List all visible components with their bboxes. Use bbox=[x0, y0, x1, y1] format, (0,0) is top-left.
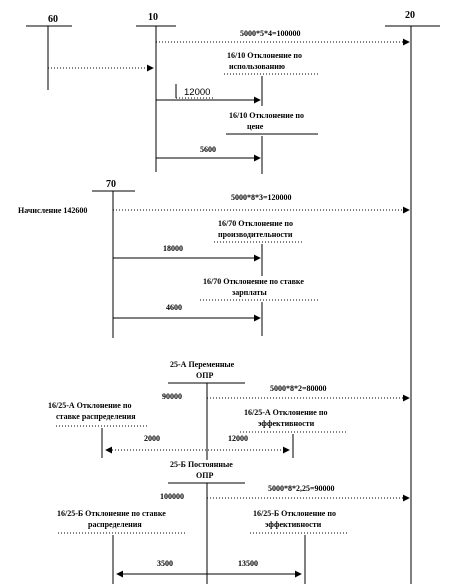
opr-var-title-line1: 25-А Переменные bbox=[170, 360, 235, 369]
flow-70-20-label: 5000*8*3=120000 bbox=[231, 193, 292, 202]
dev-25a-rate-line2: ставке распределения bbox=[56, 412, 136, 421]
opr-fix-title-line2: ОПР bbox=[196, 471, 213, 480]
dev-70-prod-line2: производительности bbox=[218, 230, 293, 239]
account-70-label: 70 bbox=[106, 179, 116, 190]
dev-25a-eff-line1: 16/25-А Отклонение по bbox=[244, 408, 327, 417]
value-12000b: 12000 bbox=[228, 434, 248, 443]
flow-10-20-label: 5000*5*4=100000 bbox=[240, 29, 301, 38]
value-13500: 13500 bbox=[238, 559, 258, 568]
dev-70-rate-line1: 16/70 Отклонение по ставке bbox=[203, 277, 304, 286]
dev-10-price-line1: 16/10 Отклонение по bbox=[229, 111, 304, 120]
value-18000: 18000 bbox=[163, 244, 183, 253]
value-3500: 3500 bbox=[157, 559, 173, 568]
dev-25b-rate-line2: распределения bbox=[88, 520, 142, 529]
accrual-label: Начисление 142600 bbox=[18, 206, 87, 215]
dev-10-price-line2: цене bbox=[247, 122, 264, 131]
account-60-label: 60 bbox=[48, 14, 58, 25]
value-100000: 100000 bbox=[160, 492, 184, 501]
value-2000: 2000 bbox=[144, 434, 160, 443]
dev-25a-eff-line2: эффективности bbox=[258, 419, 315, 428]
dev-25b-eff-line1: 16/25-Б Отклонение по bbox=[253, 509, 336, 518]
value-90000: 90000 bbox=[162, 392, 182, 401]
account-10-label: 10 bbox=[148, 12, 158, 23]
account-20-label: 20 bbox=[405, 10, 415, 21]
dev-70-rate-line2: зарплаты bbox=[232, 288, 267, 297]
value-4600: 4600 bbox=[166, 303, 182, 312]
dev-25b-rate-line1: 16/25-Б Отклонение по ставке bbox=[57, 509, 166, 518]
dev-70-prod-line1: 16/70 Отклонение по bbox=[218, 219, 293, 228]
value-12000: 12000 bbox=[184, 87, 210, 98]
dev-25a-rate-line1: 16/25-А Отклонение по bbox=[48, 401, 131, 410]
flow-25b-20-label: 5000*8*2,25=90000 bbox=[268, 484, 335, 493]
dev-25b-eff-line2: эффективности bbox=[265, 520, 322, 529]
value-5600: 5600 bbox=[200, 145, 216, 154]
dev-10-usage-line2: использованию bbox=[229, 62, 285, 71]
dev-10-usage-line1: 16/10 Отклонение по bbox=[227, 51, 302, 60]
opr-fix-title-line1: 25-Б Постоянные bbox=[170, 460, 233, 469]
flow-25a-20-label: 5000*8*2=80000 bbox=[270, 384, 327, 393]
opr-var-title-line2: ОПР bbox=[196, 371, 213, 380]
